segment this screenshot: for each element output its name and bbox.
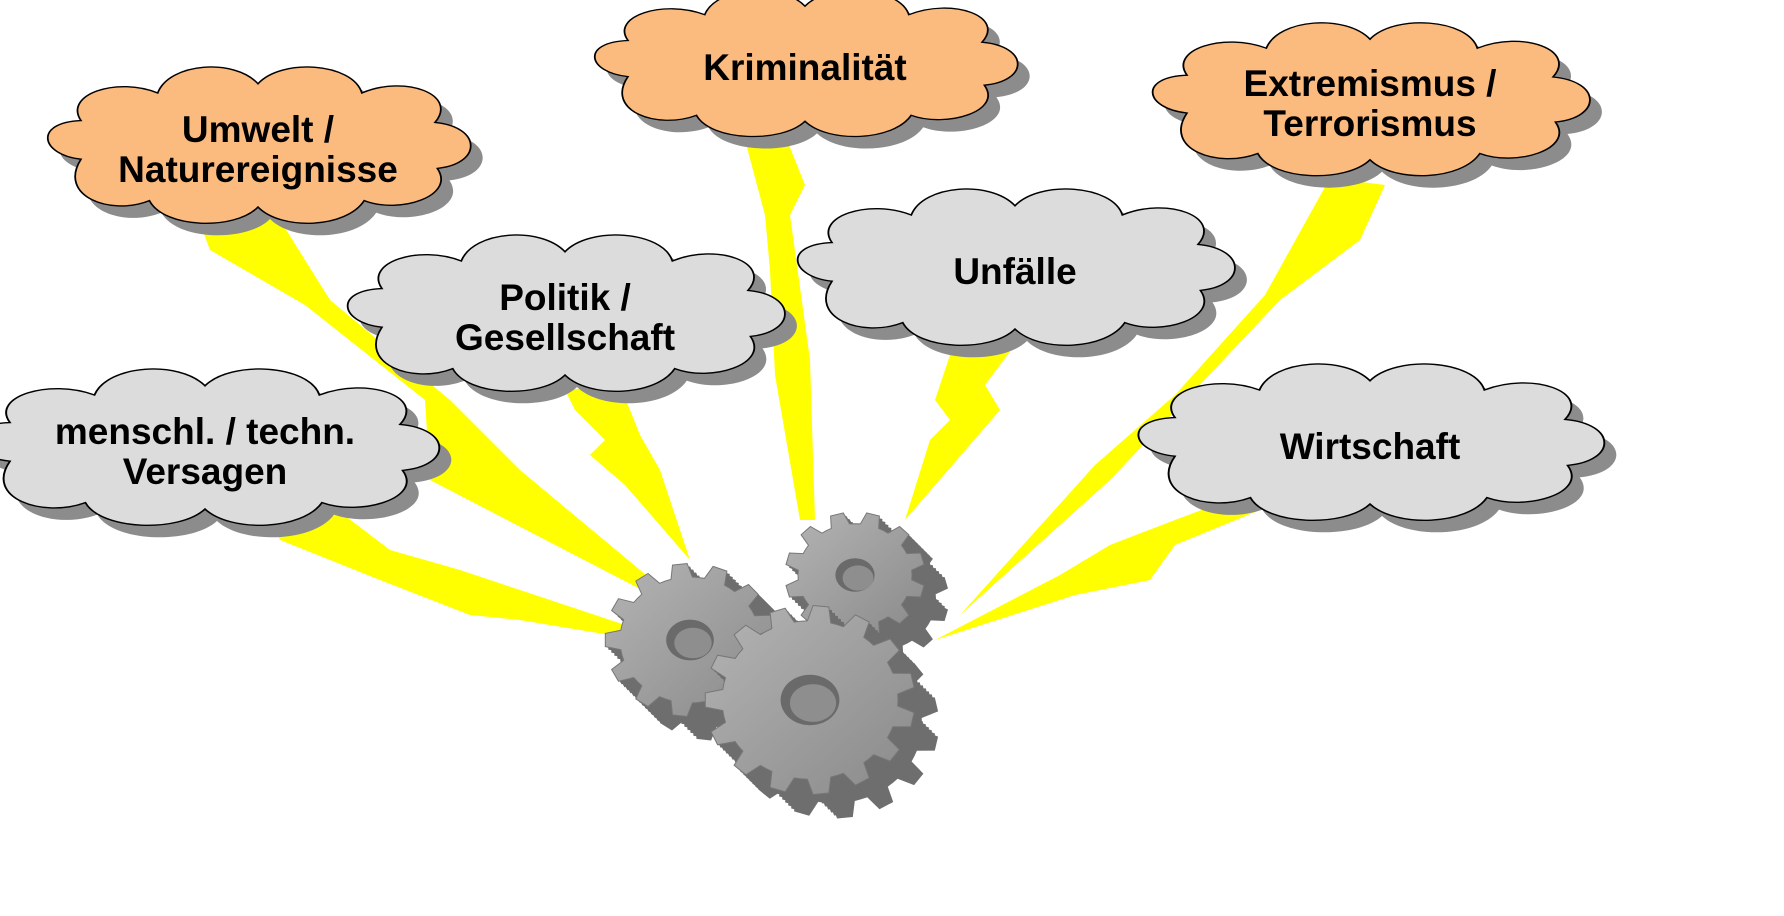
cloud-label-versagen: menschl. / techn.: [55, 411, 355, 452]
lightning-bolt-extremismus: [960, 178, 1385, 615]
cloud-label-unfaelle: Unfälle: [953, 251, 1076, 292]
cloud-kriminalitaet: Kriminalität: [593, 0, 1030, 149]
gears-icon: [604, 512, 948, 819]
cloud-label-politik: Gesellschaft: [455, 317, 675, 358]
cloud-label-wirtschaft: Wirtschaft: [1280, 426, 1461, 467]
lightning-bolt-versagen: [270, 512, 700, 650]
cloud-unfaelle: Unfälle: [796, 188, 1247, 358]
cloud-label-umwelt: Naturereignisse: [118, 149, 398, 190]
lightning-bolt-wirtschaft: [935, 505, 1265, 640]
lightning-bolt-umwelt: [195, 210, 700, 620]
lightning-bolt-unfaelle: [905, 340, 1015, 520]
cloud-extremismus: Extremismus /Terrorismus: [1151, 21, 1602, 188]
cloud-umwelt: Umwelt /Naturereignisse: [46, 66, 483, 236]
cloud-versagen: menschl. / techn.Versagen: [0, 368, 452, 538]
cloud-label-kriminalitaet: Kriminalität: [703, 47, 907, 88]
cloud-wirtschaft: Wirtschaft: [1137, 363, 1617, 533]
cloud-label-extremismus: Terrorismus: [1263, 103, 1476, 144]
cloud-label-extremismus: Extremismus /: [1244, 63, 1497, 104]
risk-clouds: Umwelt /Naturereignisse Kriminalität Extre…: [0, 0, 1617, 538]
cloud-label-politik: Politik /: [499, 277, 631, 318]
lightning-bolts: [195, 135, 1385, 650]
lightning-bolt-politik: [565, 385, 690, 560]
gear-big-icon: [704, 604, 939, 819]
cloud-politik: Politik /Gesellschaft: [346, 234, 797, 404]
cloud-label-versagen: Versagen: [123, 451, 288, 492]
cloud-label-umwelt: Umwelt /: [182, 109, 334, 150]
